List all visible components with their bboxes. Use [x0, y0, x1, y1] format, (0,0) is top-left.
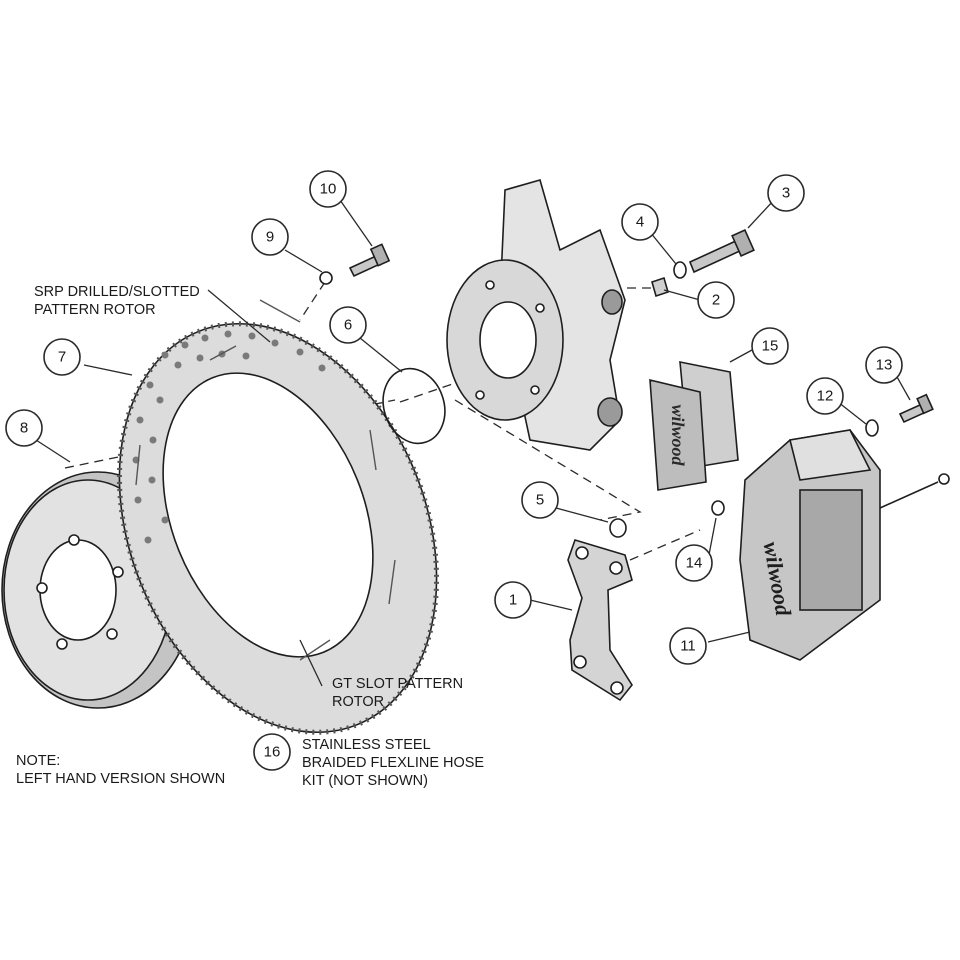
- caliper-mount-bolt: [688, 229, 755, 274]
- svg-text:11: 11: [680, 638, 696, 655]
- pad-retainer-pin: [879, 473, 950, 509]
- svg-text:6: 6: [344, 317, 352, 334]
- callout-8: 8: [5, 409, 43, 447]
- svg-text:13: 13: [876, 357, 893, 374]
- callout-1: 1: [494, 581, 532, 619]
- svg-text:14: 14: [686, 555, 703, 572]
- rotor-drill-holes: [132, 330, 326, 544]
- callout-10: 10: [309, 170, 347, 208]
- pad-brand-mark: wilwood: [668, 404, 688, 466]
- svg-text:7: 7: [58, 349, 66, 366]
- note-label: NOTE:LEFT HAND VERSION SHOWN: [16, 753, 226, 787]
- callout-14: 14: [675, 544, 713, 582]
- bleeder-screw: [898, 393, 934, 424]
- assembly-line-bracket: [454, 399, 642, 521]
- callout-16: 16: [253, 733, 291, 771]
- svg-text:15: 15: [762, 338, 779, 355]
- callout-7: 7: [43, 338, 81, 376]
- callout-9: 9: [251, 218, 289, 256]
- svg-text:4: 4: [636, 214, 644, 231]
- callout-11: 11: [669, 627, 707, 665]
- bracket-spacer: [609, 518, 627, 538]
- rotor-bolt: [348, 243, 391, 278]
- svg-text:16: 16: [264, 744, 281, 761]
- brake-caliper: wilwood: [739, 429, 881, 661]
- pad-washer: [711, 500, 725, 516]
- caliper-bracket: [567, 539, 633, 702]
- assembly-line-bracket-caliper: [629, 529, 701, 561]
- callout-3: 3: [767, 174, 805, 212]
- rotor-washer: [319, 271, 333, 285]
- spacer: [651, 276, 669, 298]
- spindle-hub: [446, 179, 626, 451]
- washer: [673, 261, 687, 279]
- brake-pads: wilwood: [649, 361, 739, 491]
- svg-text:12: 12: [817, 388, 834, 405]
- svg-text:10: 10: [320, 181, 337, 198]
- callout-13: 13: [865, 346, 903, 384]
- drilled-slotted-rotor: [116, 299, 440, 735]
- callout-15: 15: [751, 327, 789, 365]
- caliper-washer: [865, 419, 879, 437]
- callout-12: 12: [806, 377, 844, 415]
- svg-text:1: 1: [509, 592, 517, 609]
- assembly-line-bolt-to-rotor: [299, 281, 326, 321]
- callout-2: 2: [697, 281, 735, 319]
- callout-6: 6: [329, 306, 367, 344]
- svg-text:9: 9: [266, 229, 274, 246]
- svg-text:8: 8: [20, 420, 28, 437]
- callout-4: 4: [621, 203, 659, 241]
- o-ring: [382, 367, 446, 445]
- svg-text:3: 3: [782, 185, 790, 202]
- callout-5: 5: [521, 481, 559, 519]
- svg-text:2: 2: [712, 292, 720, 309]
- svg-text:5: 5: [536, 492, 544, 509]
